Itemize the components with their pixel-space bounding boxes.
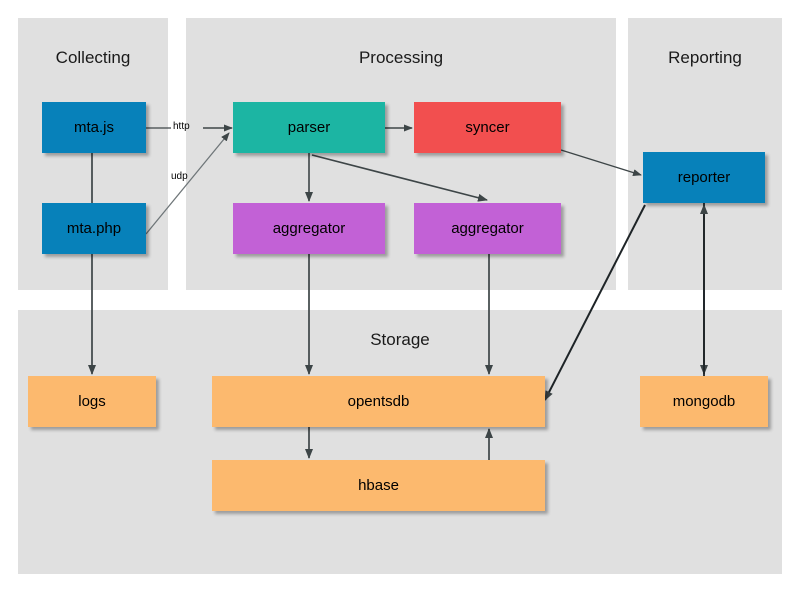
node-label-aggregator-2: aggregator: [451, 220, 524, 237]
node-label-parser: parser: [287, 119, 331, 136]
node-hbase[interactable]: hbase: [212, 460, 545, 511]
node-logs[interactable]: logs: [28, 376, 156, 427]
group-title-collecting: Collecting: [55, 48, 131, 67]
node-label-mongodb: mongodb: [672, 393, 736, 410]
node-aggregator-2[interactable]: aggregator: [414, 203, 561, 254]
node-mta-js[interactable]: mta.js: [42, 102, 146, 153]
node-label-reporter: reporter: [677, 169, 731, 186]
node-syncer[interactable]: syncer: [414, 102, 561, 153]
node-parser[interactable]: parser: [233, 102, 385, 153]
group-storage: Storage: [18, 310, 782, 574]
node-aggregator-1[interactable]: aggregator: [233, 203, 385, 254]
group-title-reporting: Reporting: [668, 48, 742, 67]
node-label-mta-js: mta.js: [73, 119, 114, 136]
node-label-logs: logs: [78, 393, 106, 410]
node-label-hbase: hbase: [358, 477, 399, 494]
node-label-aggregator-1: aggregator: [272, 220, 346, 237]
node-opentsdb[interactable]: opentsdb: [212, 376, 545, 427]
edge-label-http: http: [173, 121, 190, 132]
node-label-syncer: syncer: [465, 119, 510, 136]
group-title-processing: Processing: [358, 48, 444, 67]
edge-label-udp: udp: [171, 171, 188, 182]
node-label-mta-php: mta.php: [66, 220, 122, 237]
node-mongodb[interactable]: mongodb: [640, 376, 768, 427]
node-mta-php[interactable]: mta.php: [42, 203, 146, 254]
node-label-opentsdb: opentsdb: [347, 393, 410, 410]
group-title-storage: Storage: [370, 330, 430, 349]
node-reporter[interactable]: reporter: [643, 152, 765, 203]
